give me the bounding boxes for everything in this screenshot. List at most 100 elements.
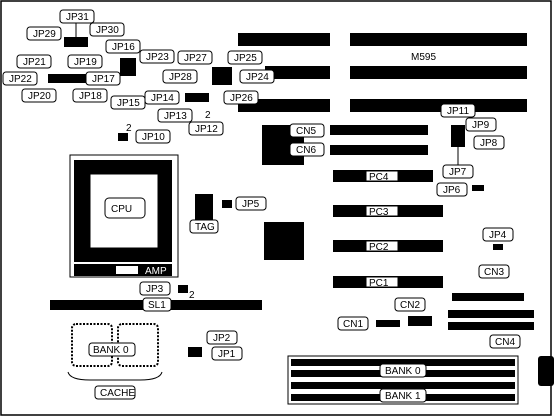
svg-text:JP26: JP26 [230,93,253,104]
jp4-header [493,244,503,250]
jp10-pin-marker: 2 [126,123,132,134]
pci-slot-pc3: PC3 [333,205,443,218]
svg-text:JP20: JP20 [28,91,51,102]
svg-text:JP27: JP27 [184,53,207,64]
jp14-tag: JP14 [144,90,180,105]
svg-text:JP22: JP22 [9,74,32,85]
svg-text:JP28: JP28 [169,72,192,83]
simm-bank1-label: BANK 1 [385,391,421,402]
svg-text:CN5: CN5 [296,126,316,137]
svg-text:JP2: JP2 [213,333,231,344]
jp23-tag: JP23 [139,49,175,64]
svg-text:JP10: JP10 [142,132,165,143]
cn1-connector [376,320,400,327]
jp2-tag: JP2 [206,330,238,345]
svg-text:SL1: SL1 [148,300,166,311]
tag-ram [195,194,213,222]
svg-text:JP17: JP17 [92,74,115,85]
sl1-tag: SL1 [142,297,172,312]
cn3-connector [452,293,524,301]
svg-text:JP4: JP4 [489,230,507,241]
isa-slots [238,33,527,112]
keyboard-connector [538,356,554,386]
svg-text:JP30: JP30 [96,25,119,36]
svg-text:JP18: JP18 [79,91,102,102]
svg-text:JP19: JP19 [74,57,97,68]
jp16-tag: JP16 [105,39,141,54]
cn6-tag: CN6 [289,142,325,157]
jp25-tag: JP25 [227,50,263,65]
svg-text:JP5: JP5 [242,199,260,210]
jp17-22-header [48,74,88,83]
svg-text:JP31: JP31 [66,12,89,23]
jp24-tag: JP24 [239,69,275,84]
isa-slot [238,33,330,46]
jp31-tag: JP31 [59,9,95,24]
simm-banks: BANK 0 BANK 1 [287,355,519,405]
amp-label: AMP [145,266,167,277]
svg-text:PC2: PC2 [369,242,389,253]
svg-text:CN6: CN6 [296,145,316,156]
pci-slot-pc2: PC2 [333,240,443,253]
cache-chips: BANK 0 CACHE [67,323,163,400]
jp7-11-header [451,125,465,147]
isa-slot [350,66,527,79]
cn5-tag: CN5 [289,123,325,138]
chipset-ic [264,222,304,260]
jp15-tag: JP15 [110,95,146,110]
svg-text:JP15: JP15 [117,98,140,109]
svg-text:JP1: JP1 [218,349,236,360]
svg-text:JP29: JP29 [33,29,56,40]
simm-bank0-label: BANK 0 [385,366,421,377]
cn5-connector [330,125,428,135]
svg-text:PC4: PC4 [369,172,389,183]
pci-slot-pc4: PC4 [333,170,433,183]
isa-slot [350,99,527,112]
jp29-tag: JP29 [26,26,62,41]
jp9-tag: JP9 [465,117,497,132]
isa-slot [238,99,330,112]
jp29-30-header [64,37,88,47]
jp6-header [472,185,484,191]
jp1-2-header [188,347,202,357]
jp24-28-header [212,67,232,85]
svg-text:JP9: JP9 [472,120,490,131]
jp12-14-header [185,93,209,102]
board-model-label: M595 [411,52,436,63]
jp10-header [118,133,128,141]
svg-text:CN3: CN3 [484,267,504,278]
svg-text:JP23: JP23 [146,52,169,63]
isa-slot [265,66,330,79]
svg-text:JP24: JP24 [246,72,269,83]
svg-text:JP25: JP25 [234,53,257,64]
jp5-header [222,200,232,208]
cache-bank0-label: BANK 0 [93,345,129,356]
jp7-tag: JP7 [442,164,474,179]
jp3-pin-marker: 2 [189,290,195,301]
svg-text:JP3: JP3 [146,284,164,295]
jp20-tag: JP20 [21,88,57,103]
svg-text:PC1: PC1 [369,278,389,289]
cn4-tag: CN4 [489,334,521,349]
tag-tag: TAG [189,219,219,234]
jp4-tag: JP4 [482,227,514,242]
svg-text:PC3: PC3 [369,207,389,218]
jp12-tag: JP12 [188,121,224,136]
jp5-tag: JP5 [235,196,267,211]
jp10-tag: JP10 [135,129,171,144]
jp6-tag: JP6 [436,182,468,197]
jp8-tag: JP8 [473,135,505,150]
jp27-tag: JP27 [177,50,213,65]
jp15-16-header [120,58,136,76]
jp26-tag: JP26 [223,90,259,105]
svg-text:JP12: JP12 [195,124,218,135]
cpu-socket: CPU AMP [69,154,179,278]
cn2-tag: CN2 [394,297,426,312]
jp30-tag: JP30 [89,22,125,37]
svg-text:JP11: JP11 [447,106,469,117]
svg-text:CN4: CN4 [495,337,515,348]
svg-text:CN1: CN1 [343,319,363,330]
svg-text:TAG: TAG [195,222,215,233]
cn4-connector [448,310,534,318]
